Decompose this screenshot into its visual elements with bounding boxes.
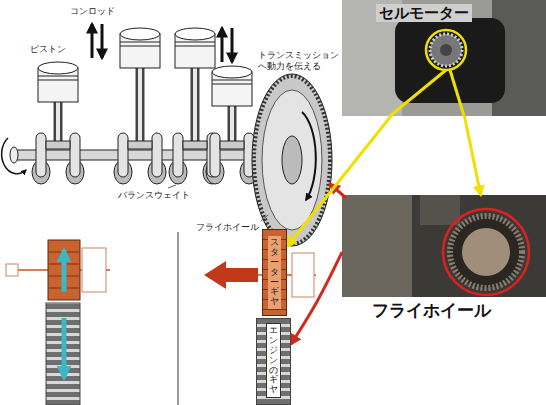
connecting-rod (183, 141, 207, 149)
crankshaft (10, 147, 18, 163)
connector-arrow (291, 252, 342, 344)
piston (175, 42, 215, 43)
crank-web (36, 133, 254, 177)
flywheel (254, 76, 330, 244)
starter-photo (450, 70, 464, 116)
engine-gear-box: エンジンのギヤ (256, 318, 291, 405)
starter-photo (390, 70, 446, 116)
node-text: セルモーター (376, 4, 472, 22)
starter-photo (395, 18, 505, 103)
starter-photo (430, 34, 462, 66)
piston (120, 42, 160, 43)
connecting-rod (54, 100, 63, 145)
connecting-rod (220, 141, 244, 149)
crank-web (118, 133, 128, 177)
part-label: バランスウェイト (118, 190, 190, 201)
piston (175, 46, 215, 47)
motion-arrow (101, 24, 104, 58)
gear-mesh-sketch (6, 232, 316, 405)
motion-arrow (302, 112, 316, 200)
piston (120, 28, 160, 40)
piston (38, 62, 78, 74)
piston (175, 28, 215, 40)
gear-mesh-sketch (204, 261, 258, 289)
starter-photo (440, 44, 452, 56)
part-label: コンロッド (70, 6, 115, 17)
part-label: トランスミッション へ動力を伝える (258, 50, 342, 72)
photo-panel: フライホイール (342, 195, 546, 322)
gear-mesh-sketch (48, 240, 80, 300)
connecting-rod (136, 66, 145, 145)
gear-mesh-sketch (6, 264, 18, 276)
balance-weight (32, 160, 258, 184)
connector-arrow (464, 116, 480, 195)
flywheel-photo (342, 195, 412, 297)
connecting-rod (138, 66, 142, 145)
leader-line (168, 185, 176, 188)
motion-arrow (2, 138, 26, 174)
starter-photo (426, 30, 466, 70)
photo-panel: セルモーター (342, 0, 546, 116)
connecting-rod (191, 66, 200, 145)
flywheel (252, 74, 332, 246)
node-text: エンジンのギヤ (266, 323, 281, 398)
flywheel-photo (443, 209, 529, 295)
gear-mesh-sketch (292, 253, 314, 297)
motion-arrow (221, 28, 224, 62)
flywheel (262, 90, 322, 230)
crank-web (173, 133, 183, 177)
gear-mesh-sketch (46, 303, 80, 405)
connecting-rod (128, 141, 152, 149)
crank-web (152, 133, 162, 177)
starter-photo (342, 0, 546, 116)
gear-mesh-sketch (82, 248, 106, 292)
gear-mesh-sketch (62, 250, 67, 292)
crank-web (36, 133, 46, 177)
flywheel (252, 74, 332, 246)
node-text: スターターギヤ (268, 236, 281, 309)
flywheel-photo (330, 184, 546, 297)
connecting-rod (46, 141, 70, 149)
flywheel (282, 136, 302, 184)
starter-gear-box: スターターギヤ (262, 229, 287, 316)
crank-web (70, 133, 80, 177)
flywheel-photo (420, 195, 460, 225)
flywheel-photo (462, 228, 510, 276)
connecting-rod (230, 104, 234, 145)
gear-mesh-sketch (62, 318, 67, 378)
motion-arrow (91, 24, 94, 58)
connecting-rod (228, 104, 237, 145)
connecting-rod (56, 100, 60, 145)
crankshaft (12, 150, 264, 160)
part-label: フライホイール (196, 222, 259, 233)
connecting-rod (193, 66, 197, 145)
part-label: ピストン (30, 44, 66, 55)
motion-arrow (231, 28, 234, 62)
gear-mesh-sketch (177, 232, 179, 405)
piston (38, 28, 252, 106)
flywheel-photo (342, 195, 546, 297)
leader-line (261, 215, 268, 221)
flywheel-photo (450, 216, 522, 288)
node-text: フライホイール (370, 300, 493, 320)
piston (38, 80, 78, 81)
starter-photo (342, 0, 546, 116)
piston (212, 66, 252, 78)
piston (212, 80, 252, 81)
piston (212, 84, 252, 85)
piston (38, 76, 78, 77)
crank-web (210, 133, 220, 177)
piston (120, 46, 160, 47)
connector-arrow (287, 116, 391, 246)
